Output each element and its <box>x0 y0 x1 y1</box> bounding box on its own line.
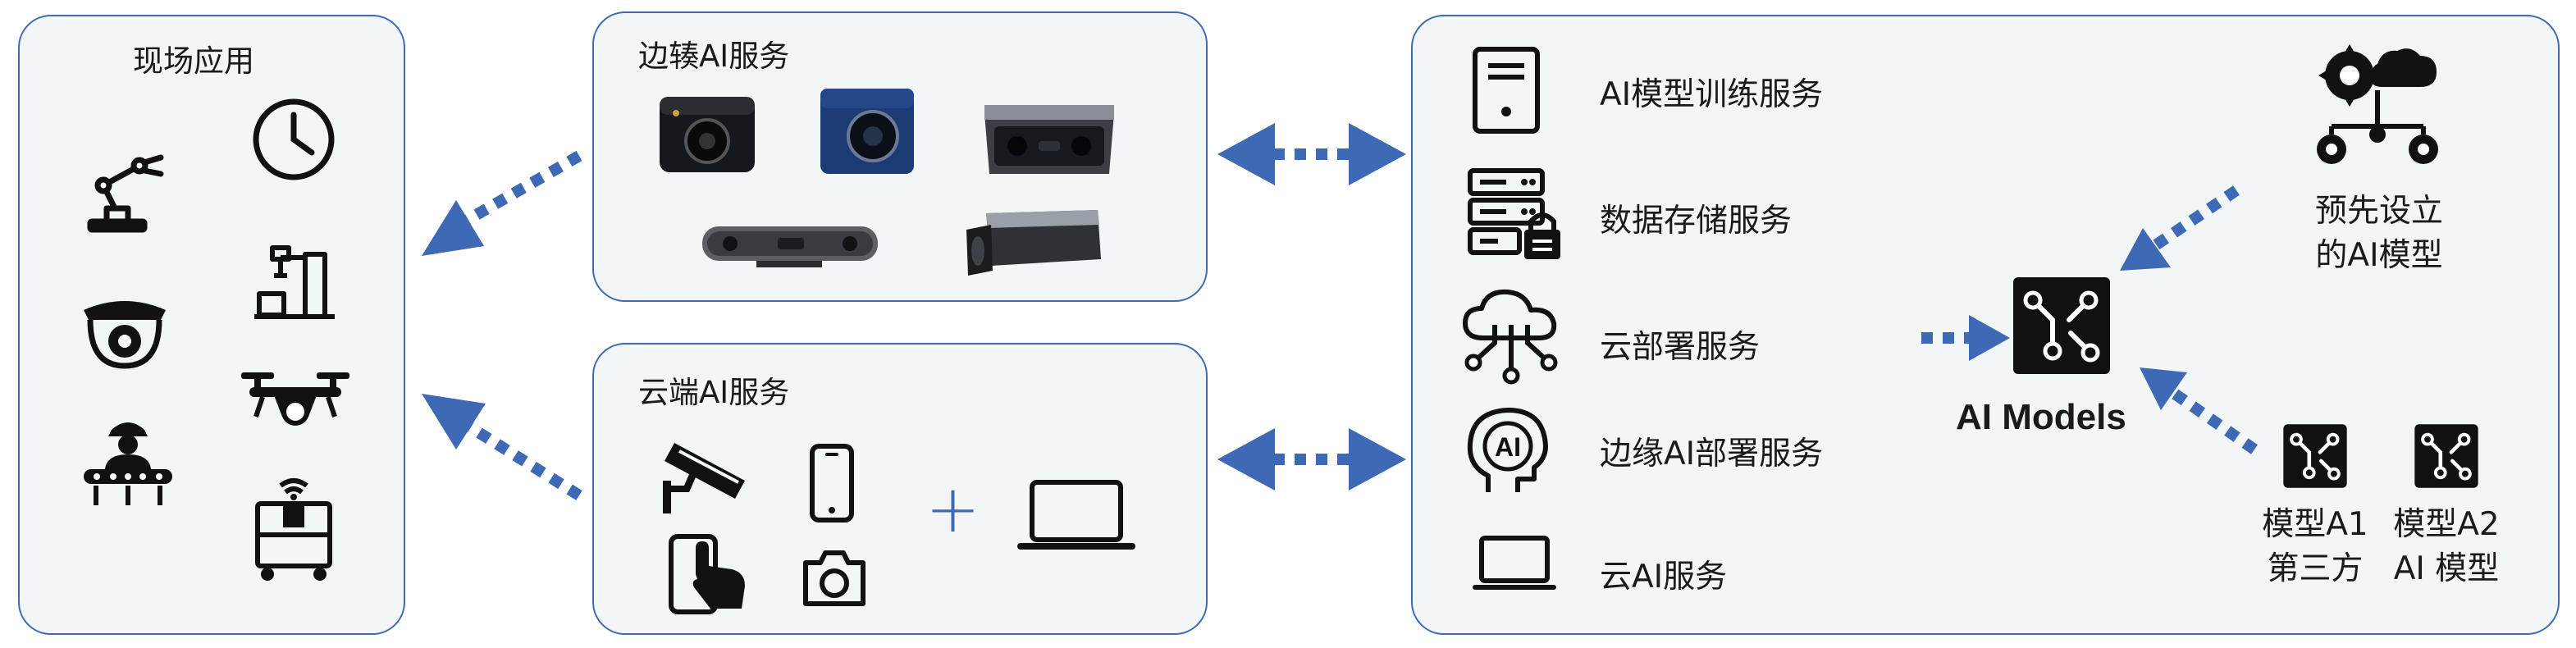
depth-camera-bar-icon <box>702 226 878 267</box>
cloud-network-icon <box>1463 289 1558 385</box>
arrow-a1-to-models <box>2168 387 2259 454</box>
arrowhead-a1-to-models <box>2140 367 2187 410</box>
model-a1-icon <box>2283 424 2347 488</box>
pretrained-line2: 的AI模型 <box>2315 237 2443 274</box>
ai-head-icon: AI <box>1467 408 1548 492</box>
pretrained-line1: 预先设立 <box>2314 193 2443 230</box>
arrowhead-edge-to-field <box>422 200 484 256</box>
arrow-edge-to-field <box>464 150 582 226</box>
laptop-service-icon <box>1473 536 1556 590</box>
assembly-worker-icon <box>84 422 172 505</box>
agv-robot-icon <box>255 478 332 581</box>
arrowhead-cloud-right <box>1349 428 1406 491</box>
cctv-camera-icon <box>663 443 745 513</box>
model-a2-icon <box>2414 424 2478 488</box>
camera-icon <box>803 550 866 606</box>
service-label-cloud-deploy: 云部署服务 <box>1600 329 1761 366</box>
stereo-camera-icon <box>984 105 1114 174</box>
robot-arm-icon <box>87 154 164 233</box>
cloud-ai-title: 云端AI服务 <box>638 375 790 410</box>
industrial-machine-icon <box>254 245 335 319</box>
touch-phone-icon <box>669 534 745 614</box>
edge-camera-blue-icon <box>820 89 914 174</box>
gear-cloud-network-icon <box>2317 44 2438 164</box>
field-applications-panel <box>18 15 405 635</box>
arrowhead-deploy-to-models <box>1969 315 2010 361</box>
field-applications-title: 现场应用 <box>133 43 254 79</box>
arrowhead-edge-right <box>1349 123 1406 185</box>
server-tower-icon <box>1473 47 1540 134</box>
service-label-training: AI模型训练服务 <box>1600 76 1824 113</box>
bullet-camera-icon <box>966 210 1101 276</box>
arrowhead-cloud-to-field <box>422 394 486 449</box>
edge-camera-black-icon <box>660 97 755 172</box>
model-a2-line2: AI 模型 <box>2393 550 2500 587</box>
model-a2-line1: 模型A2 <box>2393 506 2500 543</box>
arrow-cloud-to-field <box>466 422 582 500</box>
service-label-storage: 数据存储服务 <box>1600 203 1793 240</box>
arrow-pretrained-to-models <box>2151 185 2240 251</box>
service-label-cloud-ai: 云AI服务 <box>1600 559 1728 596</box>
clock-icon <box>253 98 335 180</box>
ai-models-label: AI Models <box>1956 397 2126 437</box>
arrowhead-edge-left <box>1217 123 1275 185</box>
dome-camera-icon <box>84 301 166 369</box>
svg-text:AI: AI <box>1495 432 1521 462</box>
arrowhead-cloud-left <box>1217 428 1275 491</box>
plus-sign: + <box>925 471 981 547</box>
arrowhead-pretrained-to-models <box>2120 228 2171 271</box>
drone-icon <box>241 372 349 426</box>
laptop-icon <box>1017 480 1135 550</box>
edge-ai-title: 边辏AI服务 <box>638 39 790 74</box>
service-label-edge-deploy: 边缘AI部署服务 <box>1600 436 1824 472</box>
model-a1-line1: 模型A1 <box>2262 506 2368 543</box>
database-lock-icon <box>1468 168 1560 259</box>
model-a1-line2: 第三方 <box>2267 550 2364 587</box>
ai-model-chip-icon <box>2013 277 2110 374</box>
smartphone-icon <box>810 444 854 523</box>
